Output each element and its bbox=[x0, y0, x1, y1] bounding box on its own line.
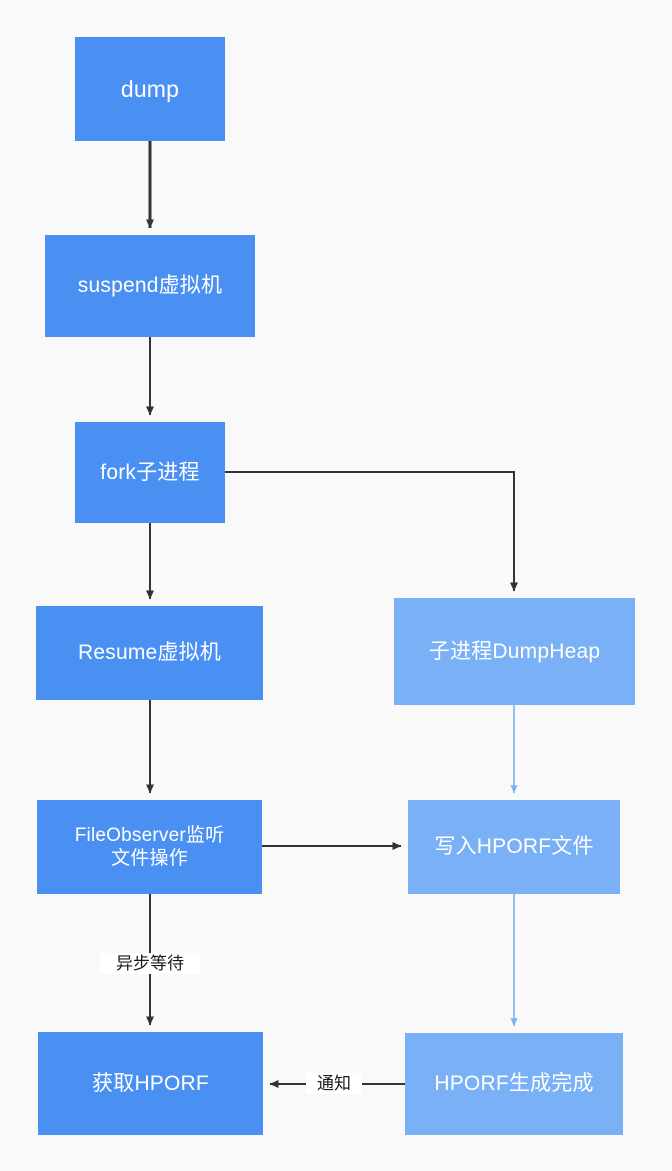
node-suspend-vm[interactable]: suspend虚拟机 bbox=[45, 235, 255, 337]
node-dump[interactable]: dump bbox=[75, 37, 225, 141]
node-resume-vm[interactable]: Resume虚拟机 bbox=[36, 606, 263, 700]
edge-label-notify: 通知 bbox=[306, 1073, 362, 1094]
node-hprof-generated[interactable]: HPORF生成完成 bbox=[405, 1033, 623, 1135]
edge-label-async-wait: 异步等待 bbox=[100, 953, 200, 974]
node-child-dumpheap[interactable]: 子进程DumpHeap bbox=[394, 598, 635, 705]
node-fileobserver-watch[interactable]: FileObserver监听 文件操作 bbox=[37, 800, 262, 894]
edge-fork-to-dumpheap bbox=[225, 471, 518, 592]
node-get-hprof[interactable]: 获取HPORF bbox=[38, 1032, 263, 1135]
node-fork-child-process[interactable]: fork子进程 bbox=[75, 422, 225, 523]
node-write-hprof-file[interactable]: 写入HPORF文件 bbox=[408, 800, 620, 894]
